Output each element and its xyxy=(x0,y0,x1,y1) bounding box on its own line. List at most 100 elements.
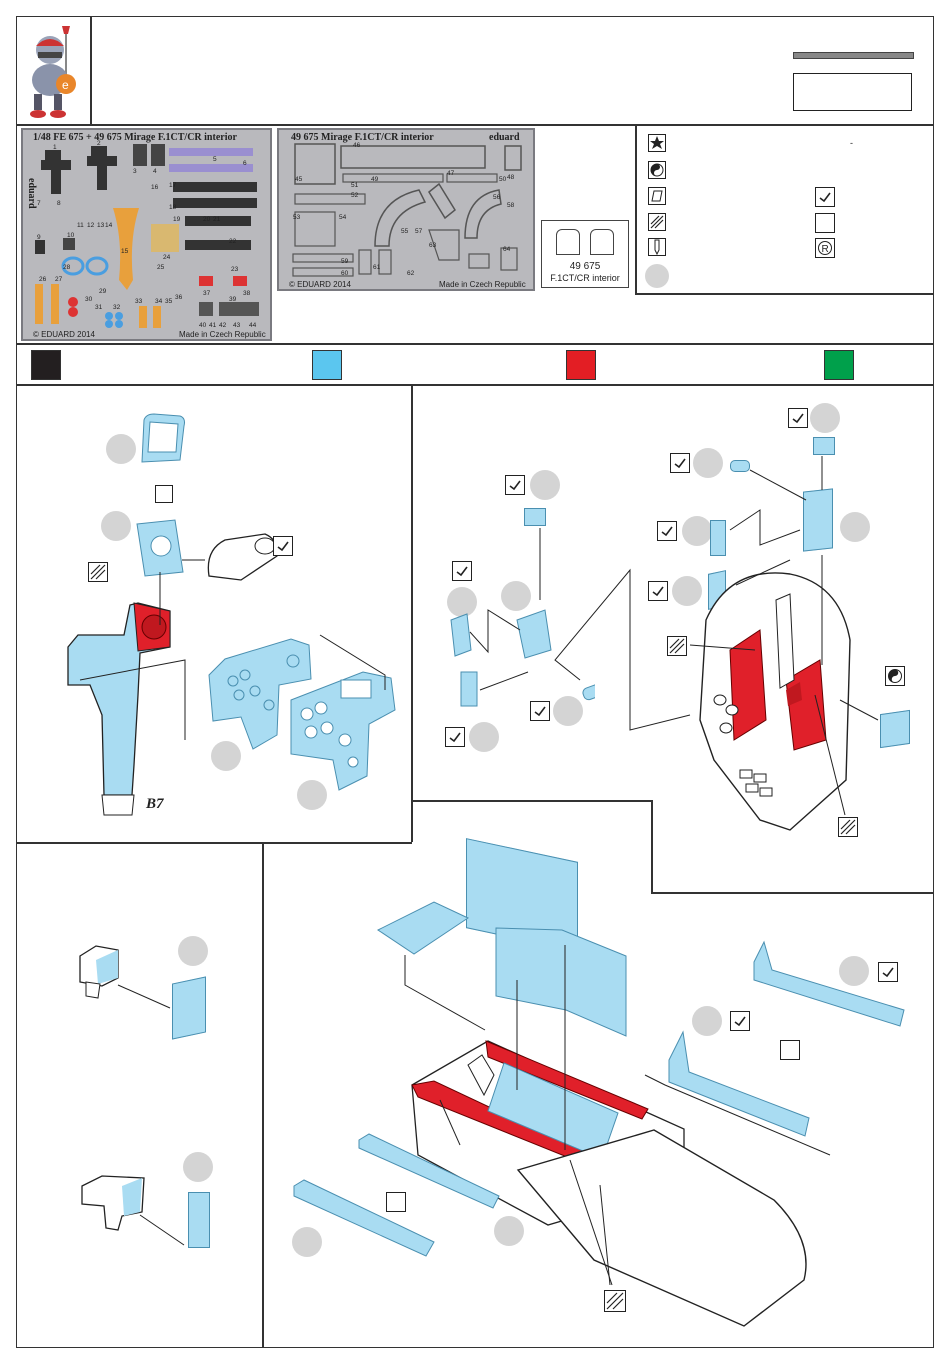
step-circle xyxy=(839,956,869,986)
fret-part-number: 56 xyxy=(493,194,501,201)
svg-text:R: R xyxy=(822,244,829,255)
floor-plate xyxy=(377,901,470,955)
fret-part-number: 46 xyxy=(353,142,361,149)
step-circle xyxy=(692,1006,722,1036)
check-icon xyxy=(648,581,668,601)
panel-divider-3 xyxy=(262,842,264,1348)
small-block-part xyxy=(81,1175,145,1231)
fret-part-number: 32 xyxy=(113,304,121,311)
fret-divider xyxy=(16,343,934,345)
hatched-paint-icon xyxy=(667,636,687,656)
fret-part-number: 4 xyxy=(153,168,157,175)
step-circle xyxy=(530,470,560,500)
fret-part-number: 27 xyxy=(55,276,63,283)
panel-divider-5 xyxy=(651,800,653,893)
fret-part-number: 14 xyxy=(105,222,113,229)
fret-part-number: 20 xyxy=(203,216,211,223)
step-circle xyxy=(469,722,499,752)
step-circle xyxy=(840,512,870,542)
small-plate xyxy=(730,460,750,472)
fret-part-number: 21 xyxy=(213,216,221,223)
hatched-paint-icon xyxy=(648,213,666,231)
step-circle xyxy=(494,1216,524,1246)
label-b7: B7 xyxy=(146,796,164,812)
mask-number: 49 675 xyxy=(569,261,601,272)
check-icon xyxy=(505,475,525,495)
check-icon xyxy=(730,1011,750,1031)
fret-part-number: 40 xyxy=(199,322,207,329)
fret-part-number: 9 xyxy=(37,234,41,241)
fret-part-number: 26 xyxy=(39,276,47,283)
fret-part-number: 24 xyxy=(163,254,171,261)
step-circle xyxy=(106,434,136,464)
header-divider xyxy=(16,124,934,126)
fret-part-number: 5 xyxy=(213,156,217,163)
fret2-made: Made in Czech Republic xyxy=(439,280,526,289)
drill-icon xyxy=(648,238,666,256)
panel-glare-shield xyxy=(141,413,185,463)
swatch-black xyxy=(31,350,61,380)
fret-part-number: 47 xyxy=(447,170,455,177)
empty-box xyxy=(780,1040,800,1060)
fret-part-number: 62 xyxy=(407,270,415,277)
check-icon xyxy=(657,521,677,541)
check-icon xyxy=(878,962,898,982)
fret-part-number: 48 xyxy=(507,174,515,181)
small-box-part xyxy=(79,945,119,999)
fret2-parts xyxy=(292,143,522,277)
mask-box: 49 675 F.1CT/CR interior xyxy=(541,220,629,288)
fret2-copyright: © EDUARD 2014 xyxy=(289,280,351,289)
hatched-paint-icon xyxy=(604,1290,626,1312)
step-circle xyxy=(101,511,131,541)
check-icon xyxy=(530,701,550,721)
svg-text:e: e xyxy=(62,78,69,92)
fret-part-number: 58 xyxy=(507,202,515,209)
panel-divider-6 xyxy=(651,892,934,894)
instrument-panel-base xyxy=(67,602,171,816)
fret-part-number: 13 xyxy=(97,222,105,229)
step-circle xyxy=(297,780,327,810)
fret1-copyright: © EDUARD 2014 xyxy=(33,330,95,339)
ejection-seat xyxy=(699,572,851,831)
remove-r-icon: R xyxy=(815,238,835,258)
fret-part-number: 25 xyxy=(157,264,165,271)
small-plate xyxy=(813,437,835,455)
fret2-brand: eduard xyxy=(489,132,520,143)
legend-circle xyxy=(645,264,669,288)
fret-part-number: 53 xyxy=(293,214,301,221)
fret-part-number: 59 xyxy=(341,258,349,265)
fret-part-number: 36 xyxy=(175,294,183,301)
fret-part-number: 6 xyxy=(243,160,247,167)
fret-part-number: 33 xyxy=(135,298,143,305)
fret-part-number: 11 xyxy=(77,222,84,229)
fret-part-number: 16 xyxy=(151,184,159,191)
photo-etch-fret-1: 1/48 FE 675 + 49 675 Mirage F.1CT/CR int… xyxy=(21,128,272,341)
check-icon xyxy=(815,187,835,207)
step-circle xyxy=(693,448,723,478)
step-circle xyxy=(211,741,241,771)
fret-part-number: 12 xyxy=(87,222,95,229)
title-bar xyxy=(793,52,914,59)
photo-etch-fret-2: 49 675 Mirage F.1CT/CR interior eduard ©… xyxy=(277,128,535,291)
step-circle xyxy=(672,576,702,606)
step-circle xyxy=(501,581,531,611)
fret-part-number: 37 xyxy=(203,290,211,297)
bend-icon xyxy=(648,187,666,205)
fret-part-number: 3 xyxy=(133,168,137,175)
empty-box xyxy=(155,485,173,503)
small-plate xyxy=(710,520,726,556)
fret-part-number: 44 xyxy=(249,322,257,329)
step-circle xyxy=(447,587,477,617)
small-plate xyxy=(524,508,546,526)
small-plate xyxy=(188,1192,210,1248)
fret-part-number: 49 xyxy=(371,176,379,183)
knight-mascot-icon: e xyxy=(30,26,76,118)
fret1-made: Made in Czech Republic xyxy=(179,330,266,339)
fret-part-number: 51 xyxy=(351,182,359,189)
check-icon xyxy=(452,561,472,581)
fret-part-number: 63 xyxy=(429,242,437,249)
step-circle xyxy=(553,696,583,726)
fret-part-number: 45 xyxy=(295,176,303,183)
